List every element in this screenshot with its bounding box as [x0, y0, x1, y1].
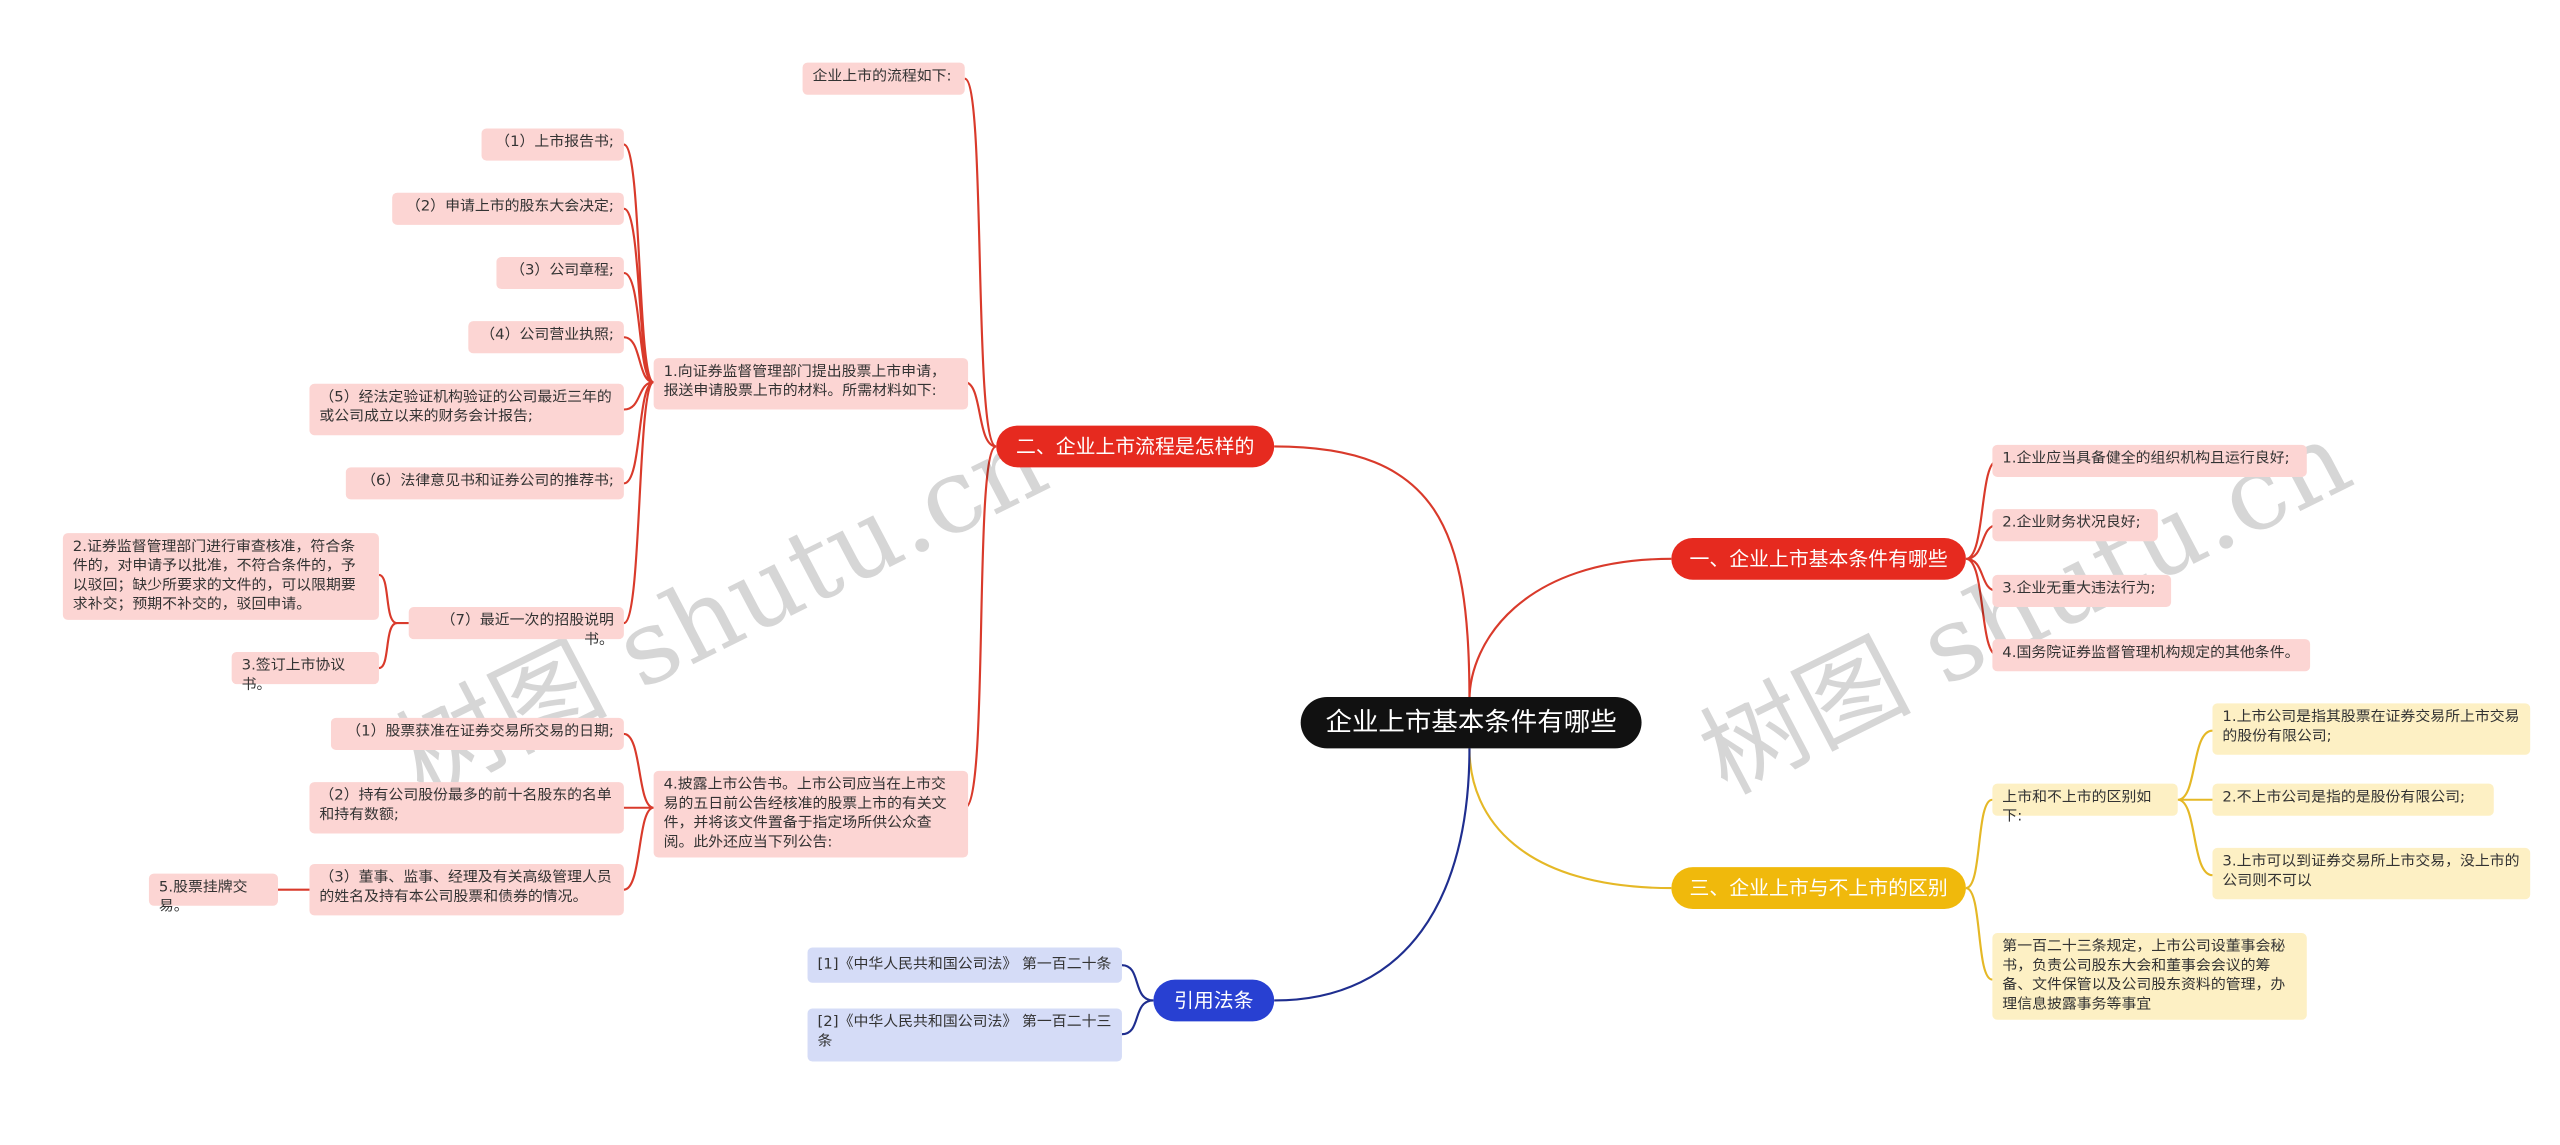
link-b3-intro — [2177, 729, 2213, 877]
condition-item[interactable]: 3.企业无重大违法行为; — [1992, 574, 2172, 608]
material-item[interactable]: （3）公司章程; — [496, 256, 624, 290]
announcement-item[interactable]: （3）董事、监事、经理及有关高级管理人员的姓名及持有本公司股票和债券的情况。 — [309, 863, 624, 916]
material-item[interactable]: （4）公司营业执照; — [468, 321, 624, 354]
material-item[interactable]: （6）法律意见书和证券公司的推荐书; — [345, 467, 624, 500]
process-step-2[interactable]: 2.证券监督管理部门进行审查核准，符合条件的，对申请予以批准，不符合条件的，予以… — [62, 533, 379, 620]
difference-item[interactable]: 2.不上市公司是指的是股份有限公司; — [2212, 783, 2494, 816]
announcement-item[interactable]: （2）持有公司股份最多的前十名股东的名单和持有数额; — [309, 782, 624, 834]
link-root-b4 — [1274, 748, 1471, 1002]
branch-listing-process[interactable]: 二、企业上市流程是怎样的 — [996, 425, 1275, 468]
link-b2 — [963, 77, 998, 809]
link-b1 — [1965, 459, 1998, 657]
condition-item[interactable]: 4.国务院证券监督管理机构规定的其他条件。 — [1992, 639, 2311, 672]
link-step1 — [622, 143, 655, 625]
law-citation[interactable]: [1]《中华人民共和国公司法》 第一百二十条 — [807, 947, 1122, 983]
material-item[interactable]: （2）申请上市的股东大会决定; — [392, 192, 624, 225]
condition-item[interactable]: 2.企业财务状况良好; — [1992, 509, 2158, 542]
process-intro[interactable]: 企业上市的流程如下: — [802, 62, 965, 95]
link-step4 — [623, 732, 655, 891]
root-topic[interactable]: 企业上市基本条件有哪些 — [1300, 696, 1642, 749]
material-item[interactable]: （5）经法定验证机构验证的公司最近三年的或公司成立以来的财务会计报告; — [309, 383, 624, 436]
process-step-5[interactable]: 5.股票挂牌交易。 — [148, 873, 279, 915]
difference-item[interactable]: 1.上市公司是指其股票在证券交易所上市交易的股份有限公司; — [2212, 703, 2531, 755]
condition-item[interactable]: 1.企业应当具备健全的组织机构且运行良好; — [1992, 444, 2307, 477]
branch-basic-conditions[interactable]: 一、企业上市基本条件有哪些 — [1671, 537, 1966, 580]
process-step-1[interactable]: 1.向证券监督管理部门提出股票上市申请，报送申请股票上市的材料。所需材料如下: — [653, 358, 969, 410]
law-citation[interactable]: [2]《中华人民共和国公司法》 第一百二十三条 — [807, 1008, 1122, 1062]
branch-listed-vs-unlisted[interactable]: 三、企业上市与不上市的区别 — [1671, 867, 1966, 909]
link-item7 — [378, 573, 409, 670]
material-item[interactable]: （7）最近一次的招股说明书。 — [408, 607, 624, 649]
link-root-b3 — [1468, 748, 1672, 890]
difference-note[interactable]: 第一百二十三条规定，上市公司设董事会秘书，负责公司股东大会和董事会会议的筹备、文… — [1992, 933, 2307, 1020]
process-step-3[interactable]: 3.签订上市协议书。 — [231, 651, 379, 694]
announcement-item[interactable]: （1）股票获准在证券交易所交易的日期; — [330, 717, 624, 750]
link-root-b1 — [1468, 557, 1672, 701]
link-b4 — [1121, 964, 1154, 1036]
link-b3 — [1965, 798, 1993, 981]
difference-item[interactable]: 3.上市可以到证券交易所上市交易，没上市的公司则不可以 — [2212, 847, 2531, 900]
difference-intro[interactable]: 上市和不上市的区别如下: — [1992, 783, 2178, 825]
link-root-b2 — [1274, 445, 1471, 701]
process-step-4[interactable]: 4.披露上市公告书。上市公司应当在上市交易的五日前公告经核准的股票上市的有关文件… — [653, 770, 969, 858]
branch-cited-laws[interactable]: 引用法条 — [1153, 979, 1275, 1022]
material-item[interactable]: （1）上市报告书; — [481, 128, 624, 161]
